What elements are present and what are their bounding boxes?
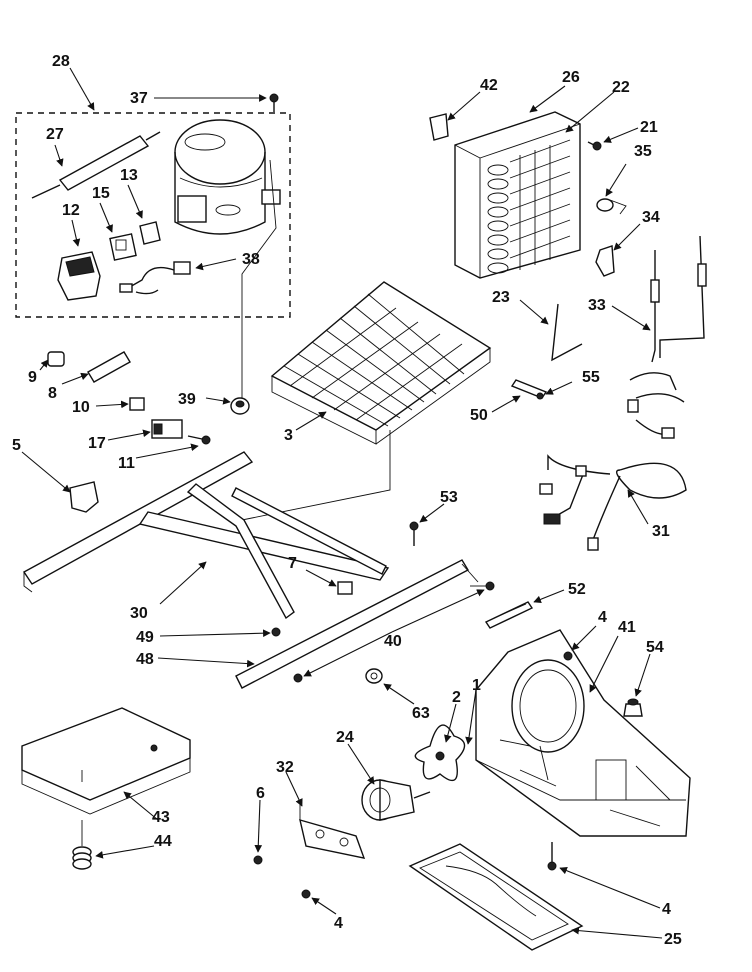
part-15-relay — [109, 233, 137, 261]
label-33: 33 — [588, 297, 606, 314]
part-7-clip — [337, 581, 353, 595]
part-4a-screw — [563, 651, 573, 661]
part-37-screw — [269, 93, 279, 112]
label-41: 41 — [618, 619, 636, 636]
part-17-capacitor — [151, 419, 183, 439]
part-13-clip — [139, 221, 161, 245]
part-42-clip — [429, 113, 449, 141]
label-23: 23 — [492, 289, 510, 306]
part-6-screw — [253, 855, 263, 865]
part-4c-screw — [547, 842, 557, 871]
label-40: 40 — [384, 633, 402, 650]
label-35: 35 — [634, 143, 652, 160]
label-7: 7 — [288, 555, 297, 572]
evaporator-assembly — [454, 111, 581, 279]
label-27: 27 — [46, 126, 64, 143]
label-53: 53 — [440, 489, 458, 506]
label-63: 63 — [412, 705, 430, 722]
part-39-grommet — [230, 397, 250, 415]
label-34: 34 — [642, 209, 660, 226]
label-52: 52 — [568, 581, 586, 598]
label-54: 54 — [646, 639, 664, 656]
part-33-defrost-heater — [650, 235, 707, 363]
part-40-screws — [293, 581, 495, 683]
label-28: 28 — [52, 53, 70, 70]
part-35-sensor — [596, 198, 627, 215]
part-12-start-device — [57, 251, 101, 301]
label-43: 43 — [152, 809, 170, 826]
part-34-bracket — [595, 245, 615, 277]
part-2-fan-blade — [414, 724, 466, 782]
label-8: 8 — [48, 385, 57, 402]
part-23-drain-wire — [551, 303, 583, 362]
label-5: 5 — [12, 437, 21, 454]
part-50-bracket — [510, 379, 548, 400]
label-44: 44 — [154, 833, 172, 850]
label-37: 37 — [130, 90, 148, 107]
part-43-cover-panel — [21, 707, 191, 815]
part-11-screw — [187, 435, 211, 445]
label-12: 12 — [62, 202, 80, 219]
part-52-cable-tie — [484, 601, 534, 629]
label-55: 55 — [582, 369, 600, 386]
label-25: 25 — [664, 931, 682, 948]
label-32: 32 — [276, 759, 294, 776]
label-1: 1 — [472, 677, 481, 694]
part-53-screw — [409, 521, 419, 546]
part-49-screw — [271, 627, 281, 637]
label-15: 15 — [92, 185, 110, 202]
label-9: 9 — [28, 369, 37, 386]
label-4-upper: 4 — [598, 609, 607, 626]
part-27-relay-tube — [31, 131, 161, 199]
part-44-spring — [72, 820, 92, 870]
label-30: 30 — [130, 605, 148, 622]
part-9-grommet — [47, 351, 65, 367]
label-31: 31 — [652, 523, 670, 540]
label-22: 22 — [612, 79, 630, 96]
callout-labels: 28 37 27 13 15 12 38 42 26 22 21 35 34 2… — [12, 53, 682, 948]
label-10: 10 — [72, 399, 90, 416]
label-50: 50 — [470, 407, 488, 424]
part-24-fan-motor — [361, 779, 431, 821]
part-8-tube — [87, 351, 131, 383]
part-63-bushing — [365, 668, 383, 684]
part-41-fan-shroud — [475, 629, 691, 837]
label-17: 17 — [88, 435, 106, 452]
label-26: 26 — [562, 69, 580, 86]
label-4-lower-right: 4 — [662, 901, 671, 918]
label-48: 48 — [136, 651, 154, 668]
part-48-rail — [235, 559, 469, 689]
label-2: 2 — [452, 689, 461, 706]
part-30-frame — [22, 451, 390, 620]
label-24: 24 — [336, 729, 354, 746]
label-3: 3 — [284, 427, 293, 444]
compressor-assembly-group — [15, 112, 291, 318]
label-11: 11 — [118, 455, 135, 472]
label-21: 21 — [640, 119, 658, 136]
compressor — [174, 119, 281, 235]
part-10-block — [129, 397, 145, 411]
part-5-clip — [69, 481, 99, 513]
part-3-condenser — [270, 281, 492, 445]
label-13: 13 — [120, 167, 138, 184]
label-4-lower-left: 4 — [334, 915, 343, 932]
part-21-screw — [587, 141, 602, 151]
evaporator-coils — [487, 139, 571, 274]
part-32-bracket — [299, 800, 366, 859]
label-39: 39 — [178, 391, 196, 408]
label-42: 42 — [480, 77, 498, 94]
part-4b-screw — [301, 889, 311, 899]
label-49: 49 — [136, 629, 154, 646]
label-6: 6 — [256, 785, 265, 802]
label-38: 38 — [242, 251, 260, 268]
part-38-harness — [119, 261, 191, 295]
part-25-drain-pan — [408, 843, 584, 951]
part-31-wire-harness — [539, 372, 687, 551]
part-54-grommet — [623, 698, 643, 717]
